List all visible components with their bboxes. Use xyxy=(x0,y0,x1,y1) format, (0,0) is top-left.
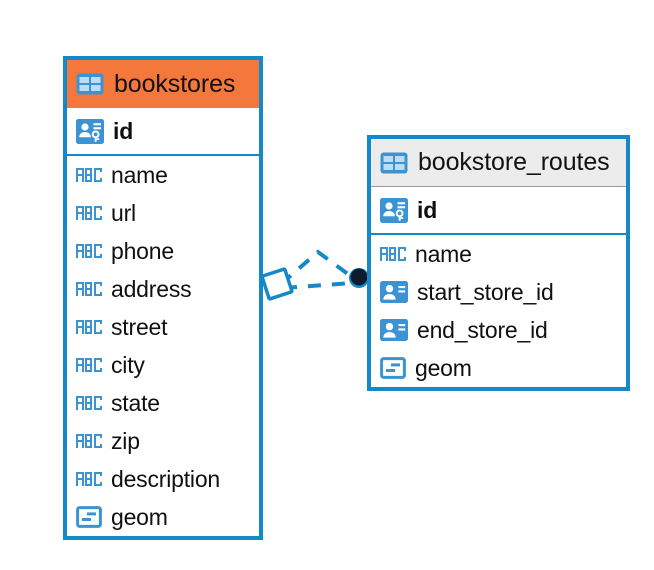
field-row-phone[interactable]: phone xyxy=(67,232,259,270)
relationship-line-upper xyxy=(279,249,358,286)
pk-section-bookstores: id xyxy=(67,108,259,156)
text-abc-icon xyxy=(76,358,102,372)
field-label-address: address xyxy=(111,275,192,302)
entity-title-bookstores: bookstores xyxy=(114,69,236,98)
field-label-start-store-id: start_store_id xyxy=(417,278,554,305)
field-label-url: url xyxy=(111,199,136,226)
table-icon xyxy=(76,73,104,95)
field-row-address[interactable]: address xyxy=(67,270,259,308)
field-label-phone: phone xyxy=(111,237,174,264)
field-label-state: state xyxy=(111,389,160,416)
field-row-start-store-id[interactable]: start_store_id xyxy=(371,273,626,311)
field-label-id: id xyxy=(417,196,438,223)
field-row-description[interactable]: description xyxy=(67,460,259,498)
table-icon xyxy=(380,152,408,173)
field-row-id[interactable]: id xyxy=(371,187,626,233)
field-label-id: id xyxy=(113,117,134,144)
field-label-description: description xyxy=(111,465,221,492)
pk-section-bookstore-routes: id xyxy=(371,187,626,235)
relationship-target-dot xyxy=(349,268,369,288)
foreign-key-icon xyxy=(380,281,408,303)
entity-header-bookstores[interactable]: bookstores xyxy=(67,60,259,108)
text-abc-icon xyxy=(76,472,102,486)
foreign-key-icon xyxy=(380,319,408,341)
field-row-geom[interactable]: geom xyxy=(371,349,626,387)
text-abc-icon xyxy=(76,282,102,296)
relationship-source-diamond xyxy=(260,267,294,301)
text-abc-icon xyxy=(76,168,102,182)
field-label-street: street xyxy=(111,313,168,340)
field-list-bookstore-routes: name start_store_id xyxy=(371,235,626,387)
field-row-zip[interactable]: zip xyxy=(67,422,259,460)
entity-title-bookstore-routes: bookstore_routes xyxy=(418,148,610,176)
text-abc-icon xyxy=(76,206,102,220)
relationship-line-lower xyxy=(283,281,353,290)
field-label-city: city xyxy=(111,351,145,378)
field-label-zip: zip xyxy=(111,427,140,454)
field-row-end-store-id[interactable]: end_store_id xyxy=(371,311,626,349)
field-row-name[interactable]: name xyxy=(67,156,259,194)
field-row-state[interactable]: state xyxy=(67,384,259,422)
field-row-street[interactable]: street xyxy=(67,308,259,346)
text-abc-icon xyxy=(76,320,102,334)
entity-header-bookstore-routes[interactable]: bookstore_routes xyxy=(371,139,626,187)
text-abc-icon xyxy=(76,244,102,258)
field-label-name: name xyxy=(111,161,168,188)
field-label-geom: geom xyxy=(415,354,472,381)
geometry-icon xyxy=(76,506,102,528)
field-label-geom: geom xyxy=(111,503,168,530)
field-row-geom[interactable]: geom xyxy=(67,498,259,536)
field-row-id[interactable]: id xyxy=(67,108,259,154)
field-label-end-store-id: end_store_id xyxy=(417,316,548,343)
field-row-city[interactable]: city xyxy=(67,346,259,384)
field-list-bookstores: name url xyxy=(67,156,259,536)
field-row-name[interactable]: name xyxy=(371,235,626,273)
entity-bookstore-routes[interactable]: bookstore_routes id xyxy=(367,135,630,391)
geometry-icon xyxy=(380,357,406,379)
text-abc-icon xyxy=(380,247,406,261)
field-label-name: name xyxy=(415,240,472,267)
primary-key-icon xyxy=(76,118,104,144)
text-abc-icon xyxy=(76,396,102,410)
text-abc-icon xyxy=(76,434,102,448)
primary-key-icon xyxy=(380,197,408,223)
field-row-url[interactable]: url xyxy=(67,194,259,232)
entity-bookstores[interactable]: bookstores id xyxy=(63,56,263,540)
